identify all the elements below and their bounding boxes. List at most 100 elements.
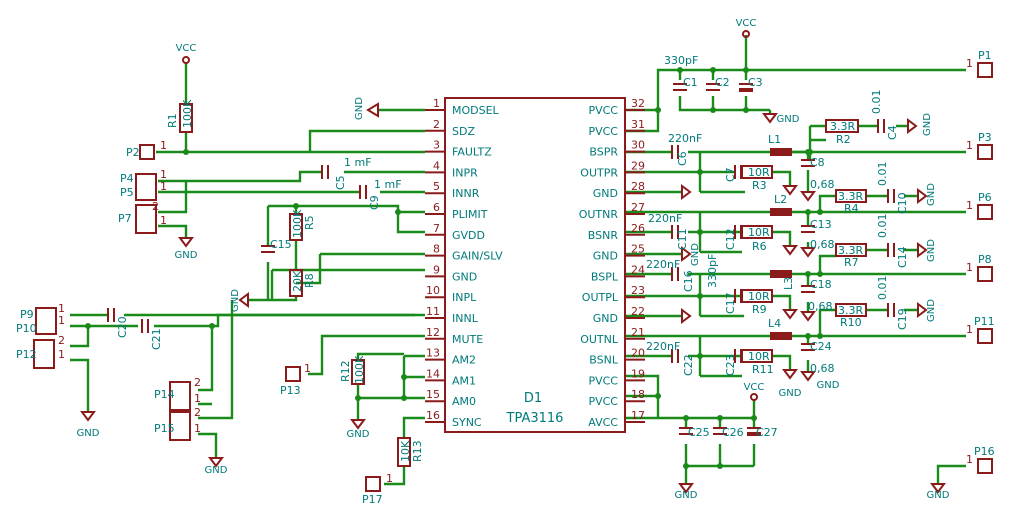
gnd-symbol: [681, 246, 692, 262]
gnd-symbol: [800, 247, 816, 258]
inductor-l2-ref: L2: [774, 193, 787, 206]
gnd-label: GND: [926, 183, 937, 206]
ic-pin-name: PVCC: [588, 395, 618, 408]
ic-pin-number: 1: [433, 97, 440, 110]
capacitor-c16-extra-value: 330pF: [706, 254, 719, 288]
capacitor-c22-ref: C22: [682, 354, 695, 376]
ic-pin-number: 24: [631, 263, 645, 276]
gnd-symbol: [238, 292, 249, 308]
capacitor-c22: [671, 349, 679, 363]
gnd-symbol: [782, 185, 798, 196]
capacitor-c22-value: 220nF: [646, 340, 680, 353]
resistor-r4: [835, 189, 867, 203]
capacitor-c27-plate: [747, 432, 761, 436]
gnd-label: GND: [347, 429, 370, 440]
pin-number: 2: [194, 406, 201, 419]
gnd-label: GND: [690, 243, 701, 266]
capacitor-c6-value: 220nF: [668, 132, 702, 145]
ic-pin-name: OUTNL: [580, 333, 619, 346]
capacitor-c9: [359, 185, 367, 199]
ic-pin-number: 11: [426, 305, 440, 318]
capacitor-c12: [734, 225, 742, 239]
connector-p2-ref: P2: [126, 146, 140, 159]
resistor-r1: [179, 103, 193, 133]
ic-pin-number: 9: [433, 263, 440, 276]
ic-pin-name: SYNC: [452, 416, 482, 429]
capacitor-c7-ref: C7: [724, 167, 737, 182]
connector-p8: [977, 266, 993, 282]
capacitor-c13: [801, 225, 815, 233]
ic-pin-number: 5: [433, 180, 440, 193]
ic-pin-name: MODSEL: [452, 104, 500, 117]
ic-pin-number: 20: [631, 347, 645, 360]
ic-pin-number: 27: [631, 201, 645, 214]
connector-p8-ref: P8: [978, 253, 992, 266]
inductors: L1 L2 L3 L4: [768, 133, 795, 340]
capacitor-c3-ref: C3: [748, 76, 763, 89]
gnd-symbol: [917, 242, 928, 258]
inductor-l3: [770, 270, 792, 278]
gnd-label: GND: [230, 289, 241, 312]
ic-pin-name: INNL: [452, 312, 479, 325]
connector-p15-ref: P15: [154, 422, 175, 435]
resistor-r7-ref: R7: [844, 256, 859, 269]
connector-p11: [977, 328, 993, 344]
capacitors: 1 mF C5 1 mF C9 C15 C20 C21 C1 C2 C3 330…: [107, 54, 909, 439]
gnd-symbol: [80, 411, 96, 422]
capacitor-c18: [801, 285, 815, 293]
capacitor-c5-value: 1 mF: [344, 156, 372, 169]
capacitor-c4: [877, 119, 885, 133]
ic-pin-number: 15: [426, 388, 440, 401]
pin-number: 1: [966, 199, 973, 212]
pin-number: 1: [386, 472, 393, 485]
connector-p2: [139, 144, 155, 160]
ic-pin-number: 31: [631, 118, 645, 131]
ic-pin-name: AVCC: [588, 416, 618, 429]
connector-p12-ref: P12: [16, 348, 37, 361]
connector-p14: [169, 381, 191, 411]
resistor-r13-ref: R13: [411, 440, 424, 462]
ic-pin-name: INPL: [452, 291, 477, 304]
capacitor-c24-ref: C24: [810, 340, 832, 353]
gnd-label: GND: [675, 490, 698, 501]
resistor-r5-value: 100K: [291, 209, 304, 238]
ic-ref: D1: [524, 391, 542, 406]
ic-pin-name: MUTE: [452, 333, 483, 346]
resistor-r5: [289, 213, 303, 241]
resistor-r3-ref: R3: [752, 179, 767, 192]
resistor-r7: [835, 243, 867, 257]
capacitor-c11-value: 220nF: [648, 212, 682, 225]
resistor-r3-value: 10R: [748, 166, 770, 179]
capacitor-c6: [671, 145, 679, 159]
connector-p4-ref: P4: [120, 172, 134, 185]
gnd-symbol: [782, 369, 798, 380]
pin-number: 2: [152, 200, 159, 213]
pin-number: 1: [966, 323, 973, 336]
wires: [70, 35, 966, 486]
connector-p17-ref: P17: [362, 493, 383, 506]
gnd-symbol: [681, 184, 692, 200]
junctions: [85, 67, 823, 469]
capacitor-c14-value: 0.01: [876, 214, 889, 239]
vcc-label: VCC: [176, 43, 197, 54]
pin-number: 1: [304, 362, 311, 375]
capacitor-c20: [107, 308, 115, 322]
capacitor-c4-value: 0.01: [870, 90, 883, 115]
capacitor-c2-ref: C2: [715, 76, 730, 89]
gnd-label: GND: [926, 239, 937, 262]
resistor-r10-ref: R10: [840, 316, 862, 329]
inductor-l4: [770, 332, 792, 340]
ic-pin-number: 4: [433, 159, 440, 172]
resistor-r4-ref: R4: [844, 202, 859, 215]
capacitor-c23: [734, 349, 742, 363]
gnd-label: GND: [779, 388, 802, 399]
gnd-symbol: [930, 483, 946, 494]
capacitor-c6-ref: C6: [676, 151, 689, 166]
vcc-symbol: [182, 56, 190, 64]
capacitor-c5: [321, 165, 329, 179]
capacitor-c21: [141, 319, 149, 333]
connector-p16-ref: P16: [974, 445, 995, 458]
ic-pin-name: GND: [593, 312, 618, 325]
capacitor-c8-ref: C8: [810, 156, 825, 169]
ic-pin-number: 19: [631, 367, 645, 380]
